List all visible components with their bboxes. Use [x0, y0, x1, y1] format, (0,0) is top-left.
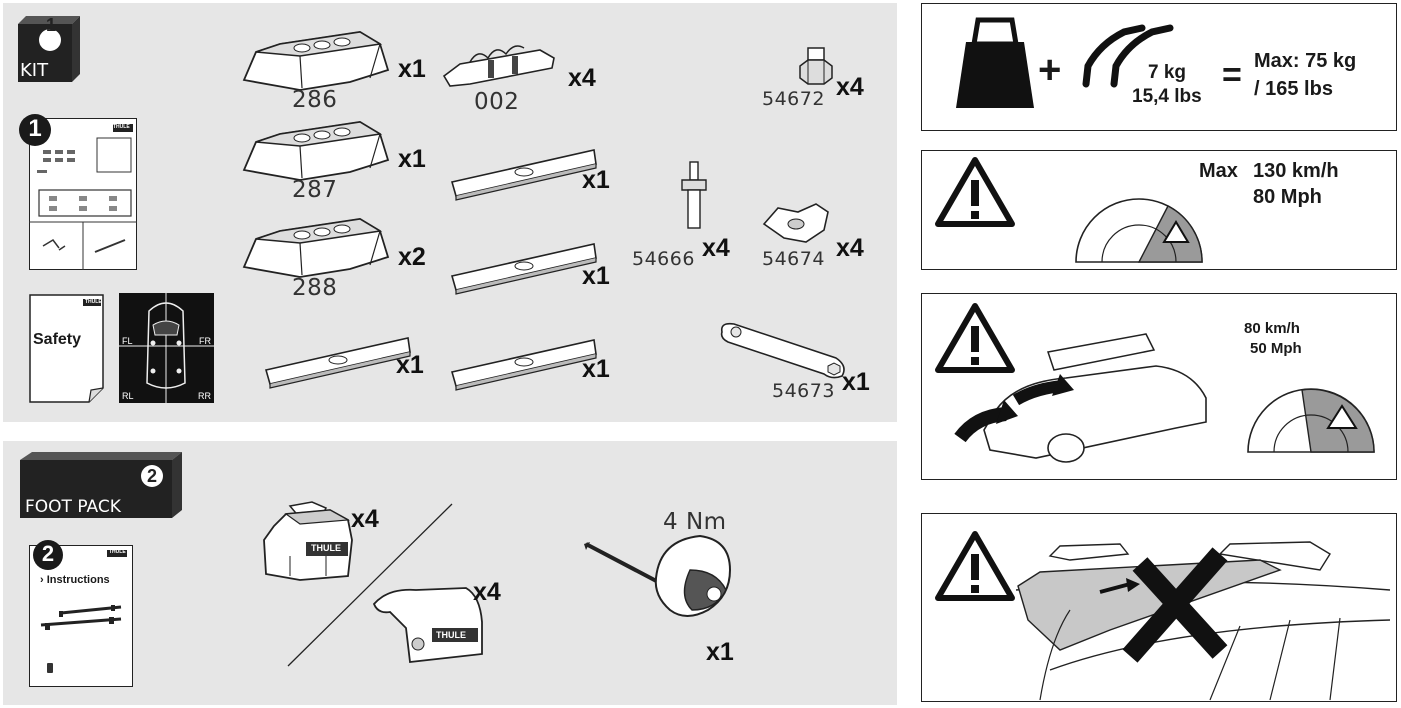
bolt-54666-icon — [681, 161, 707, 229]
wheel-fr: FR — [199, 336, 211, 346]
part-287-id: 287 — [292, 177, 338, 203]
pad-2-qty: x1 — [582, 262, 610, 290]
safety-brand: THULE — [85, 299, 102, 305]
max-load-kg: Max: 75 kg — [1254, 50, 1357, 72]
kit-instruction-number: 1 — [28, 115, 42, 142]
speedometer-icon-2 — [1247, 388, 1375, 453]
part-286-id: 286 — [292, 87, 338, 113]
wheel-fl: FL — [122, 336, 133, 346]
instruction-number-2 — [33, 540, 63, 570]
kit-piece-288-icon — [242, 218, 390, 278]
pad-icon-4 — [450, 339, 597, 391]
kit-step-number: 1 — [45, 15, 56, 35]
foot-pack-step-number: 2 — [146, 466, 157, 486]
kit-instruction-brand: THULE — [113, 124, 130, 130]
wheel-rl: RL — [122, 391, 134, 401]
instructions-label: › Instructions — [40, 574, 110, 586]
part-54674-qty: x4 — [836, 234, 864, 262]
pad-icon-1 — [450, 149, 597, 201]
pad-3-qty: x1 — [396, 351, 424, 379]
foot-a-brand: THULE — [311, 543, 341, 553]
nut-54672-icon — [799, 47, 833, 85]
wheel-rr: RR — [198, 391, 211, 401]
weight-icon — [956, 17, 1034, 108]
divider-line — [287, 503, 453, 667]
loaded-speed-kmh: 80 km/h — [1244, 320, 1300, 337]
foot-b-icon — [372, 587, 483, 663]
pad-1-qty: x1 — [582, 166, 610, 194]
instruction-sheet-2-icon — [40, 550, 127, 673]
speedometer-icon — [1075, 198, 1203, 263]
pad-icon-3 — [264, 337, 411, 389]
instruction-number-1 — [19, 114, 51, 146]
part-54672-qty: x4 — [836, 73, 864, 101]
loaded-speed-mph: 50 Mph — [1250, 340, 1302, 357]
wrench-54673-icon — [720, 322, 845, 379]
foot-a-icon — [263, 501, 353, 581]
torque-tool-qty: x1 — [706, 638, 734, 666]
max-load-lbs: / 165 lbs — [1254, 78, 1333, 100]
foot-b-brand: THULE — [436, 630, 466, 640]
part-54672-id: 54672 — [762, 88, 825, 110]
torque-tool-icon — [584, 534, 732, 617]
car-top-view-icon — [119, 293, 214, 403]
kit-piece-286-icon — [242, 31, 390, 91]
foot-a-qty: x4 — [351, 505, 379, 533]
part-002-qty: x4 — [568, 64, 596, 92]
part-54673-id: 54673 — [772, 380, 835, 402]
clip-002-icon — [442, 45, 555, 87]
max-speed-mph: 80 Mph — [1253, 186, 1322, 208]
roof-bars-icon — [1082, 24, 1174, 88]
max-speed-kmh: 130 km/h — [1253, 160, 1339, 182]
kit-piece-287-icon — [242, 121, 390, 181]
foot-b-qty: x4 — [473, 578, 501, 606]
kit-badge — [18, 16, 80, 82]
foot-pack-badge — [20, 452, 182, 518]
part-54673-qty: x1 — [842, 368, 870, 396]
part-54666-id: 54666 — [632, 248, 695, 270]
max-speed-label: Max — [1199, 160, 1238, 182]
safety-label: Safety — [33, 331, 82, 348]
pad-4-qty: x1 — [582, 355, 610, 383]
bar-weight-kg: 7 kg — [1148, 62, 1187, 83]
clamp-54674-icon — [762, 203, 829, 243]
equals-sign: = — [1222, 56, 1242, 94]
warning-triangle-icon-2 — [935, 303, 1015, 373]
instruction-sheet-1-icon — [29, 124, 137, 270]
roof-load-crossed-icon — [1015, 541, 1391, 701]
foot-pack-instruction-brand: THULE — [109, 549, 126, 555]
pad-icon-2 — [450, 243, 597, 295]
bar-weight-lbs: 15,4 lbs — [1132, 86, 1202, 107]
part-54674-id: 54674 — [762, 248, 825, 270]
part-288-qty: x2 — [398, 243, 426, 271]
safety-doc-shape — [29, 294, 104, 403]
part-287-qty: x1 — [398, 145, 426, 173]
part-54666-qty: x4 — [702, 234, 730, 262]
part-002-id: 002 — [474, 89, 520, 115]
part-288-id: 288 — [292, 275, 338, 301]
plus-sign: + — [1038, 48, 1062, 92]
part-286-qty: x1 — [398, 55, 426, 83]
warning-triangle-icon-3 — [935, 531, 1015, 601]
torque-value: 4 Nm — [663, 509, 727, 535]
warning-triangle-icon — [935, 157, 1015, 227]
kit-label: KIT — [20, 60, 49, 81]
foot-pack-instruction-number: 2 — [41, 541, 55, 566]
car-with-load-icon — [954, 333, 1207, 463]
foot-pack-label: FOOT PACK — [25, 497, 121, 517]
